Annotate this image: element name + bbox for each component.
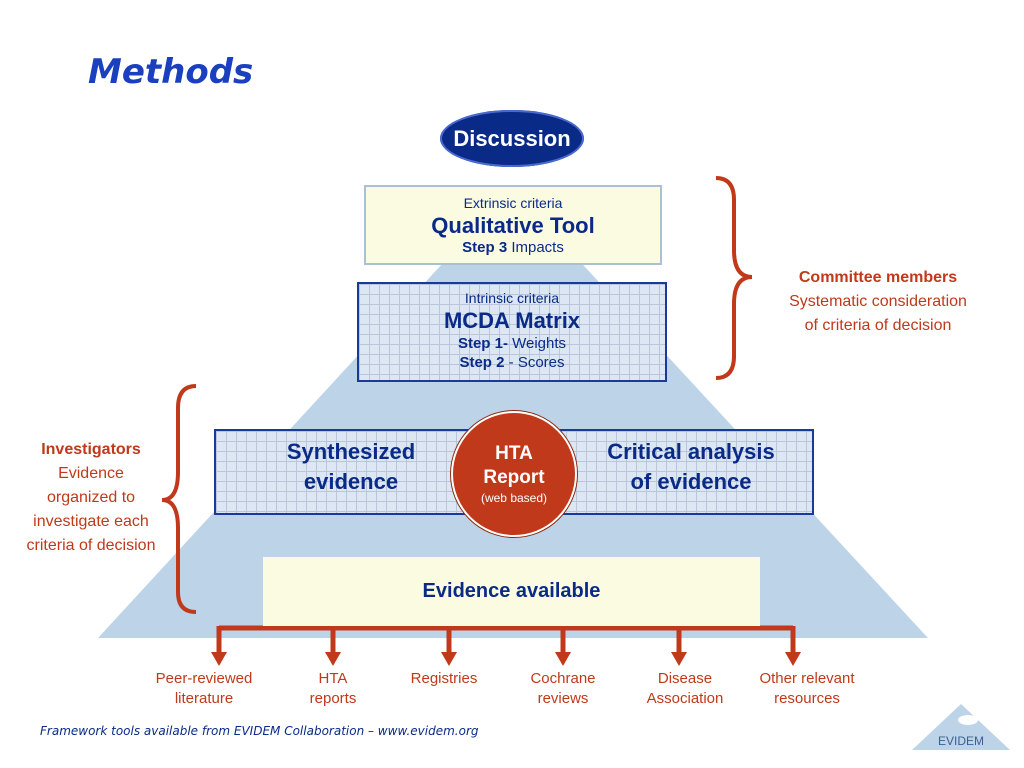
source-label-line2: literature: [174, 690, 234, 707]
hta-report-circle: HTA Report (web based): [451, 411, 577, 537]
mcda-step1-text: Weights: [512, 335, 567, 352]
critical-line2: of evidence: [630, 469, 752, 494]
committee-line1: Systematic consideration: [789, 293, 967, 310]
investigators-heading: Investigators: [41, 441, 141, 458]
source-registries: Registries: [411, 669, 478, 689]
investigators-line4: criteria of decision: [26, 537, 156, 554]
source-disease-association: Disease Association: [647, 669, 724, 709]
committee-line2: of criteria of decision: [804, 317, 952, 334]
evidence-available-box: Evidence available: [263, 557, 760, 626]
hta-line2: Report: [483, 467, 545, 488]
source-label-line1: Disease: [657, 670, 713, 687]
source-label-line2: reviews: [537, 690, 589, 707]
mcda-step2-bold: Step 2: [459, 354, 505, 371]
hta-line1: HTA: [495, 443, 533, 464]
source-label-line2: reports: [309, 690, 357, 707]
qualitative-step-bold: Step 3: [462, 239, 508, 256]
investigators-line2: organized to: [46, 489, 136, 506]
synthesized-evidence: Synthesized evidence: [266, 437, 436, 497]
arrow-heads: [211, 652, 801, 666]
discussion-label: Discussion: [453, 125, 571, 151]
evidence-available-label: Evidence available: [422, 580, 601, 602]
investigators-brace: [161, 384, 197, 614]
synthesized-line2: evidence: [303, 469, 399, 494]
evidem-logo-text: EVIDEM: [937, 734, 984, 748]
qualitative-step-text: Impacts: [511, 239, 564, 256]
hta-line3: (web based): [480, 491, 548, 505]
investigators-line3: investigate each: [33, 513, 149, 530]
source-arrows: [216, 625, 796, 653]
source-label-line2: resources: [774, 690, 840, 707]
source-label-line2: Association: [646, 690, 724, 707]
mcda-step2-text: - Scores: [508, 354, 565, 371]
qualitative-step: Step 3 Impacts: [366, 239, 660, 256]
critical-line1: Critical analysis: [607, 439, 775, 464]
synthesized-line1: Synthesized: [286, 439, 416, 464]
mcda-step2: Step 2 - Scores: [359, 353, 665, 372]
critical-analysis: Critical analysis of evidence: [586, 437, 796, 497]
qualitative-name: Qualitative Tool: [431, 213, 595, 238]
committee-brace: [715, 176, 753, 380]
source-cochrane: Cochrane reviews: [530, 669, 595, 709]
committee-members-text: Committee members Systematic considerati…: [760, 266, 996, 338]
qualitative-tool-box: Extrinsic criteria Qualitative Tool Step…: [364, 185, 662, 265]
source-label-line1: Peer-reviewed: [155, 670, 253, 687]
footer-note: Framework tools available from EVIDEM Co…: [40, 724, 479, 738]
source-label-line1: Other relevant: [759, 670, 855, 687]
mcda-step1: Step 1- Weights: [359, 334, 665, 353]
qualitative-subtitle: Extrinsic criteria: [463, 195, 563, 211]
evidem-logo-icon: [912, 704, 1010, 750]
mcda-step1-bold: Step 1-: [457, 335, 508, 352]
mcda-subtitle: Intrinsic criteria: [464, 290, 560, 306]
source-hta-reports: HTA reports: [310, 669, 357, 709]
source-label-line1: Registries: [410, 670, 478, 687]
page-title: Methods: [88, 52, 254, 92]
source-label-line1: Cochrane: [530, 670, 596, 687]
source-other-relevant: Other relevant resources: [759, 669, 854, 709]
evidem-logo: EVIDEM: [908, 700, 1014, 754]
mcda-matrix-box: Intrinsic criteria MCDA Matrix Step 1- W…: [357, 282, 667, 382]
investigators-line1: Evidence: [58, 465, 124, 482]
mcda-name: MCDA Matrix: [443, 308, 581, 333]
discussion-oval: Discussion: [440, 110, 584, 167]
source-peer-reviewed: Peer-reviewed literature: [156, 669, 253, 709]
committee-heading: Committee members: [798, 269, 958, 286]
source-label-line1: HTA: [318, 670, 348, 687]
investigators-text: Investigators Evidence organized to inve…: [4, 438, 178, 558]
